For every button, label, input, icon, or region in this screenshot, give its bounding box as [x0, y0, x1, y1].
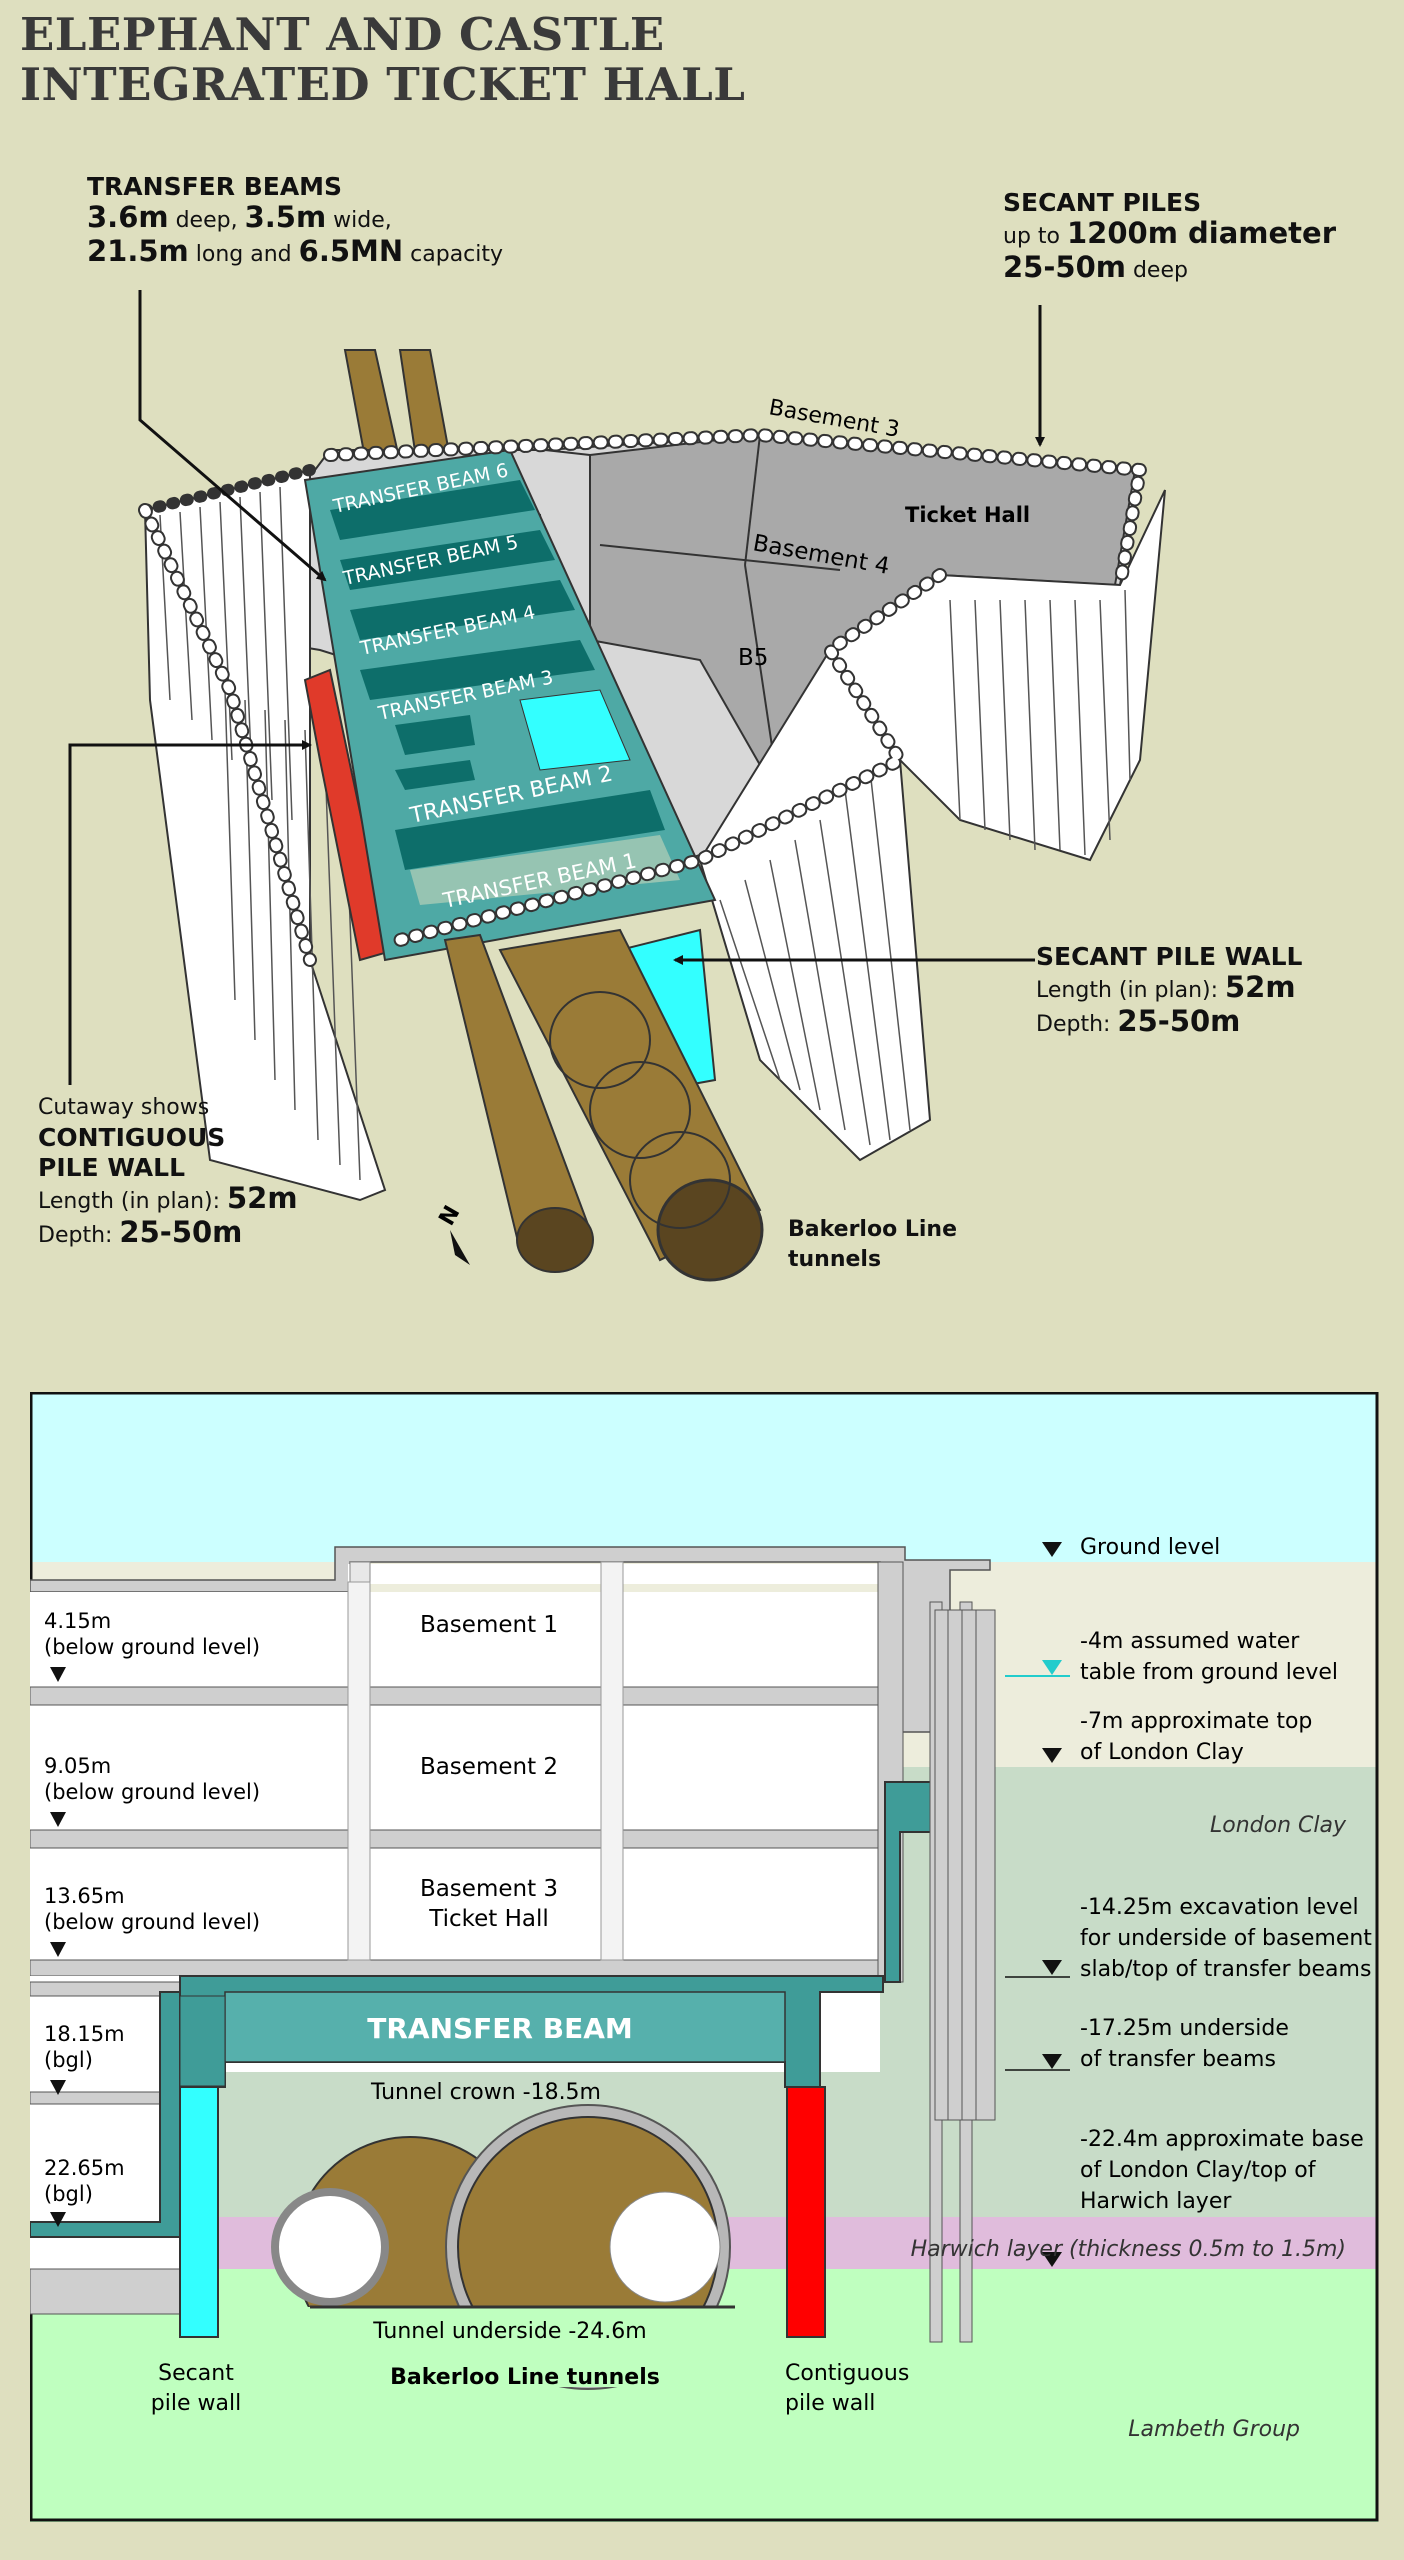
depth-3: 13.65m — [44, 1884, 125, 1908]
bakerloo-iso-line2: tunnels — [788, 1247, 882, 1272]
ground-level-label: Ground level — [1080, 1535, 1220, 1560]
clay-base-line-2: of London Clay/top of — [1080, 2158, 1317, 2183]
arrow-contiguous — [68, 740, 312, 1085]
transfer-beam-structure — [30, 1781, 991, 2238]
depth-2: 9.05m — [44, 1754, 111, 1778]
depth-4-note: (bgl) — [44, 2048, 93, 2072]
pile-tops — [138, 427, 1149, 967]
secant-pile — [179, 2086, 219, 2338]
cpw-length: 52m — [227, 1181, 298, 1215]
basement1-label: Basement 1 — [420, 1612, 558, 1638]
depth-5-note: (bgl) — [44, 2182, 93, 2206]
spw-depth: 25-50m — [1117, 1004, 1241, 1038]
secant-piles-callout: SECANT PILES up to 1200m diameter 25-50m… — [1003, 188, 1336, 286]
sheet-piles — [929, 1601, 996, 2343]
north-arrow-icon — [450, 1230, 470, 1265]
tb-length-text: long and — [188, 242, 299, 267]
london-clay-label: London Clay — [1210, 1813, 1347, 1838]
excavation-line-2: for underside of basement — [1080, 1926, 1372, 1951]
left-pile-wall — [143, 468, 387, 1202]
title-line-2: INTEGRATED TICKET HALL — [20, 58, 746, 111]
level-annotations: Ground level -4m assumed water table fro… — [1080, 1535, 1372, 2214]
secant-pile-wall-heading: SECANT PILE WALL — [1036, 942, 1303, 971]
contiguous-pile — [786, 2086, 826, 2338]
transfer-beam-label: TRANSFER BEAM — [367, 2012, 633, 2045]
lambeth-label: Lambeth Group — [1128, 2417, 1300, 2442]
depth-3-note: (below ground level) — [44, 1910, 260, 1934]
ticket-hall-label: Ticket Hall — [905, 503, 1030, 527]
clay-line-2: of London Clay — [1080, 1740, 1244, 1765]
ticket-hall-section-label: Ticket Hall — [428, 1906, 549, 1932]
water-line-1: -4m assumed water — [1080, 1629, 1300, 1654]
bakerloo-iso-label: Bakerloo Line tunnels — [788, 1215, 957, 1275]
depth-2-note: (below ground level) — [44, 1780, 260, 1804]
excavation-line-1: -14.25m excavation level — [1080, 1895, 1359, 1920]
contig-label-2: pile wall — [785, 2391, 875, 2416]
tb-underside-line-1: -17.25m underside — [1080, 2016, 1289, 2041]
b5-label: B5 — [738, 645, 768, 671]
page-title: ELEPHANT AND CASTLE INTEGRATED TICKET HA… — [20, 10, 745, 110]
depth-1-note: (below ground level) — [44, 1635, 260, 1659]
tb-depth-text: deep, — [168, 208, 245, 233]
bakerloo-iso-line1: Bakerloo Line — [788, 1217, 957, 1242]
spw-depth-label: Depth: — [1036, 1012, 1118, 1037]
tb-width-text: wide, — [326, 208, 392, 233]
contiguous-heading-1: CONTIGUOUS — [38, 1123, 226, 1152]
tb-underside-line-2: of transfer beams — [1080, 2047, 1276, 2072]
tb-length: 21.5m — [87, 234, 189, 268]
contiguous-callout: Cutaway shows CONTIGUOUS PILE WALL Lengt… — [38, 1093, 298, 1251]
depth-1: 4.15m — [44, 1609, 111, 1633]
basement2-label: Basement 2 — [420, 1754, 558, 1780]
contiguous-heading-2: PILE WALL — [38, 1153, 185, 1182]
cpw-depth-label: Depth: — [38, 1223, 120, 1248]
sp-depth: 25-50m — [1003, 250, 1126, 284]
basement3-section-label: Basement 3 — [420, 1876, 558, 1902]
sky — [30, 1392, 1378, 1562]
bakerloo-tunnels-iso — [443, 928, 764, 1282]
bakerloo-tunnels-section — [271, 2104, 760, 2390]
spw-length-label: Length (in plan): — [1036, 978, 1225, 1003]
water-line-2: table from ground level — [1080, 1660, 1338, 1685]
cutaway-text: Cutaway shows — [38, 1095, 210, 1120]
cross-section: Basement 1 Basement 2 Basement 3 Ticket … — [30, 1392, 1379, 2522]
level-markers — [50, 1542, 1062, 2267]
secant-piles-heading: SECANT PILES — [1003, 188, 1202, 217]
tb-capacity: 6.5MN — [298, 234, 404, 268]
harwich-label: Harwich layer (thickness 0.5m to 1.5m) — [911, 2237, 1346, 2262]
isometric-diagram: N TRANSFER BEAM 6 TRANSFER BEAM 5 TRANSF… — [68, 290, 1166, 1282]
transfer-beams-callout: TRANSFER BEAMS 3.6m deep, 3.5m wide, 21.… — [87, 172, 503, 270]
transfer-beam-platform — [303, 448, 717, 962]
sp-diameter: 1200m diameter — [1066, 216, 1336, 250]
tunnel-crown-label: Tunnel crown -18.5m — [370, 2080, 601, 2105]
clay-line-1: -7m approximate top — [1080, 1709, 1312, 1734]
tb-width: 3.5m — [244, 200, 327, 234]
excavation-line-3: slab/top of transfer beams — [1080, 1957, 1371, 1982]
depth-labels: 4.15m (below ground level) 9.05m (below … — [44, 1609, 260, 2206]
secant-label-2: pile wall — [151, 2391, 241, 2416]
transfer-beams-heading: TRANSFER BEAMS — [87, 172, 343, 201]
bakerloo-section-label: Bakerloo Line tunnels — [390, 2365, 660, 2390]
secant-label-1: Secant — [158, 2361, 234, 2386]
contig-label-1: Contiguous — [785, 2361, 909, 2386]
tb-capacity-text: capacity — [403, 242, 504, 267]
secant-pile-wall-callout: SECANT PILE WALL Length (in plan): 52m D… — [1036, 942, 1302, 1040]
clay-base-line-3: Harwich layer — [1080, 2189, 1232, 2214]
tunnel-underside-label: Tunnel underside -24.6m — [372, 2319, 646, 2344]
title-line-1: ELEPHANT AND CASTLE — [20, 8, 665, 61]
clay-base-line-1: -22.4m approximate base — [1080, 2127, 1364, 2152]
cpw-length-label: Length (in plan): — [38, 1189, 227, 1214]
sp-depth-text: deep — [1125, 258, 1188, 283]
north-label: N — [435, 1202, 466, 1230]
sp-upto: up to — [1003, 224, 1067, 249]
arrow-transfer-beams — [138, 290, 327, 582]
depth-4: 18.15m — [44, 2022, 125, 2046]
depth-5: 22.65m — [44, 2156, 125, 2180]
tb-depth: 3.6m — [87, 200, 169, 234]
spw-length: 52m — [1225, 970, 1296, 1004]
cpw-depth: 25-50m — [119, 1215, 243, 1249]
